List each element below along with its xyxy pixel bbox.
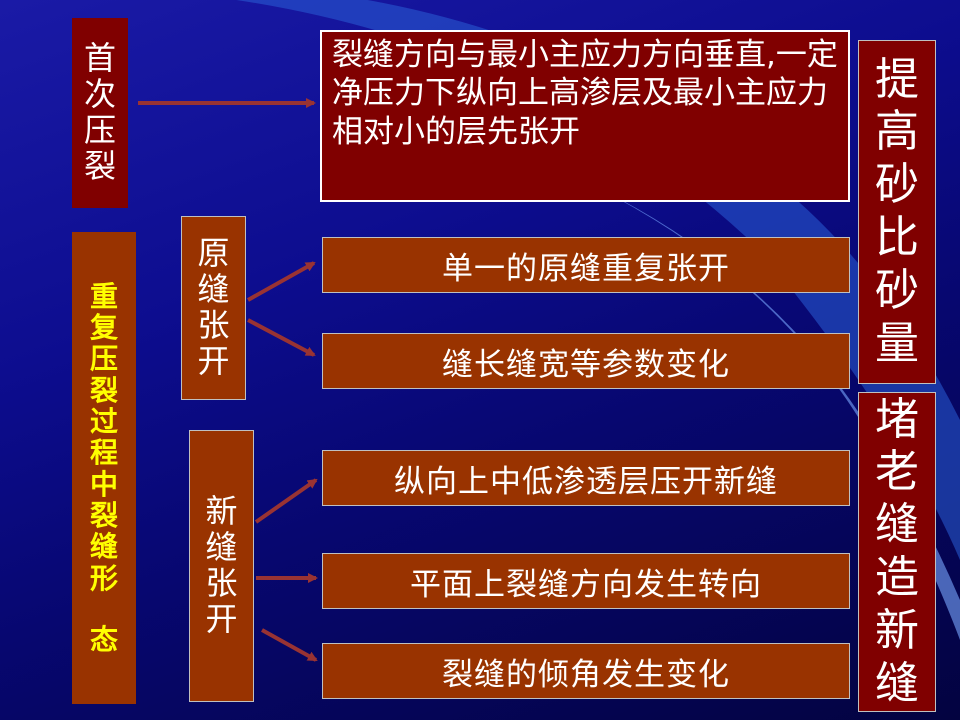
right-top-char: 比: [875, 212, 919, 263]
right-top-char: 高: [875, 106, 919, 158]
new-char: 缝: [205, 528, 238, 567]
arrow-new-to-item5: [261, 628, 318, 662]
new-char: 开: [205, 599, 238, 638]
item-parameter-change: 缝长缝宽等参数变化: [322, 333, 850, 389]
item-direction-turn: 平面上裂缝方向发生转向: [322, 553, 850, 609]
arrow-new-to-item3: [254, 478, 318, 524]
right-bottom-char: 造: [875, 552, 919, 603]
arrow-orig-to-item2: [247, 318, 316, 357]
repeat-char: 压: [89, 342, 118, 376]
orig-char: 开: [197, 341, 230, 380]
repeat-char: 中: [89, 467, 118, 501]
orig-char: 原: [197, 234, 230, 273]
right-top-char: 提: [875, 53, 919, 105]
new-fracture-opening-label: 新 缝 张 开: [189, 430, 254, 702]
plug-old-create-new-label: 堵 老 缝 造 新 缝: [858, 392, 936, 712]
right-bottom-char: 新: [875, 604, 919, 656]
new-char: 张: [205, 564, 238, 602]
repeat-char: 程: [89, 436, 118, 470]
right-bottom-char: 堵: [875, 393, 919, 445]
first-compress-char: 首: [83, 39, 116, 78]
orig-char: 缝: [197, 270, 230, 309]
right-top-char: 砂: [875, 159, 919, 211]
increase-sand-ratio-label: 提 高 砂 比 砂 量: [858, 40, 936, 384]
item-new-vertical-fracture: 纵向上中低渗透层压开新缝: [322, 450, 850, 506]
orig-char: 张: [197, 306, 230, 344]
item-dip-change: 裂缝的倾角发生变化: [322, 643, 850, 699]
repeat-char: 形: [89, 561, 118, 595]
arrow-orig-to-item1: [247, 261, 316, 302]
right-bottom-char: 老: [875, 446, 919, 498]
repeat-char: 态: [89, 623, 118, 657]
repeat-char: 裂: [89, 499, 118, 533]
original-fracture-opening-label: 原 缝 张 开: [181, 216, 246, 400]
repeat-char: 缝: [89, 530, 118, 564]
first-compress-char: 压: [83, 111, 116, 149]
right-bottom-char: 缝: [875, 499, 919, 551]
repeat-char: 过: [89, 404, 118, 438]
right-top-char: 砂: [875, 264, 919, 316]
fracture-direction-description: 裂缝方向与最小主应力方向垂直,一定净压力下纵向上高渗层及最小主应力相对小的层先张…: [320, 30, 850, 202]
right-bottom-char: 缝: [875, 657, 919, 709]
item-single-original-reopen: 单一的原缝重复张开: [322, 237, 850, 293]
right-top-char: 量: [875, 317, 919, 369]
new-char: 新: [205, 492, 238, 531]
repeat-char: 裂: [89, 373, 118, 407]
first-compression-label: 首 次 压 裂: [72, 18, 128, 208]
repeat-compression-label: 重 复 压 裂 过 程 中 裂 缝 形 态: [72, 232, 136, 704]
first-compress-char: 裂: [83, 146, 116, 185]
first-compress-char: 次: [83, 75, 116, 114]
repeat-char: 复: [89, 310, 118, 344]
repeat-char: 重: [89, 279, 118, 313]
